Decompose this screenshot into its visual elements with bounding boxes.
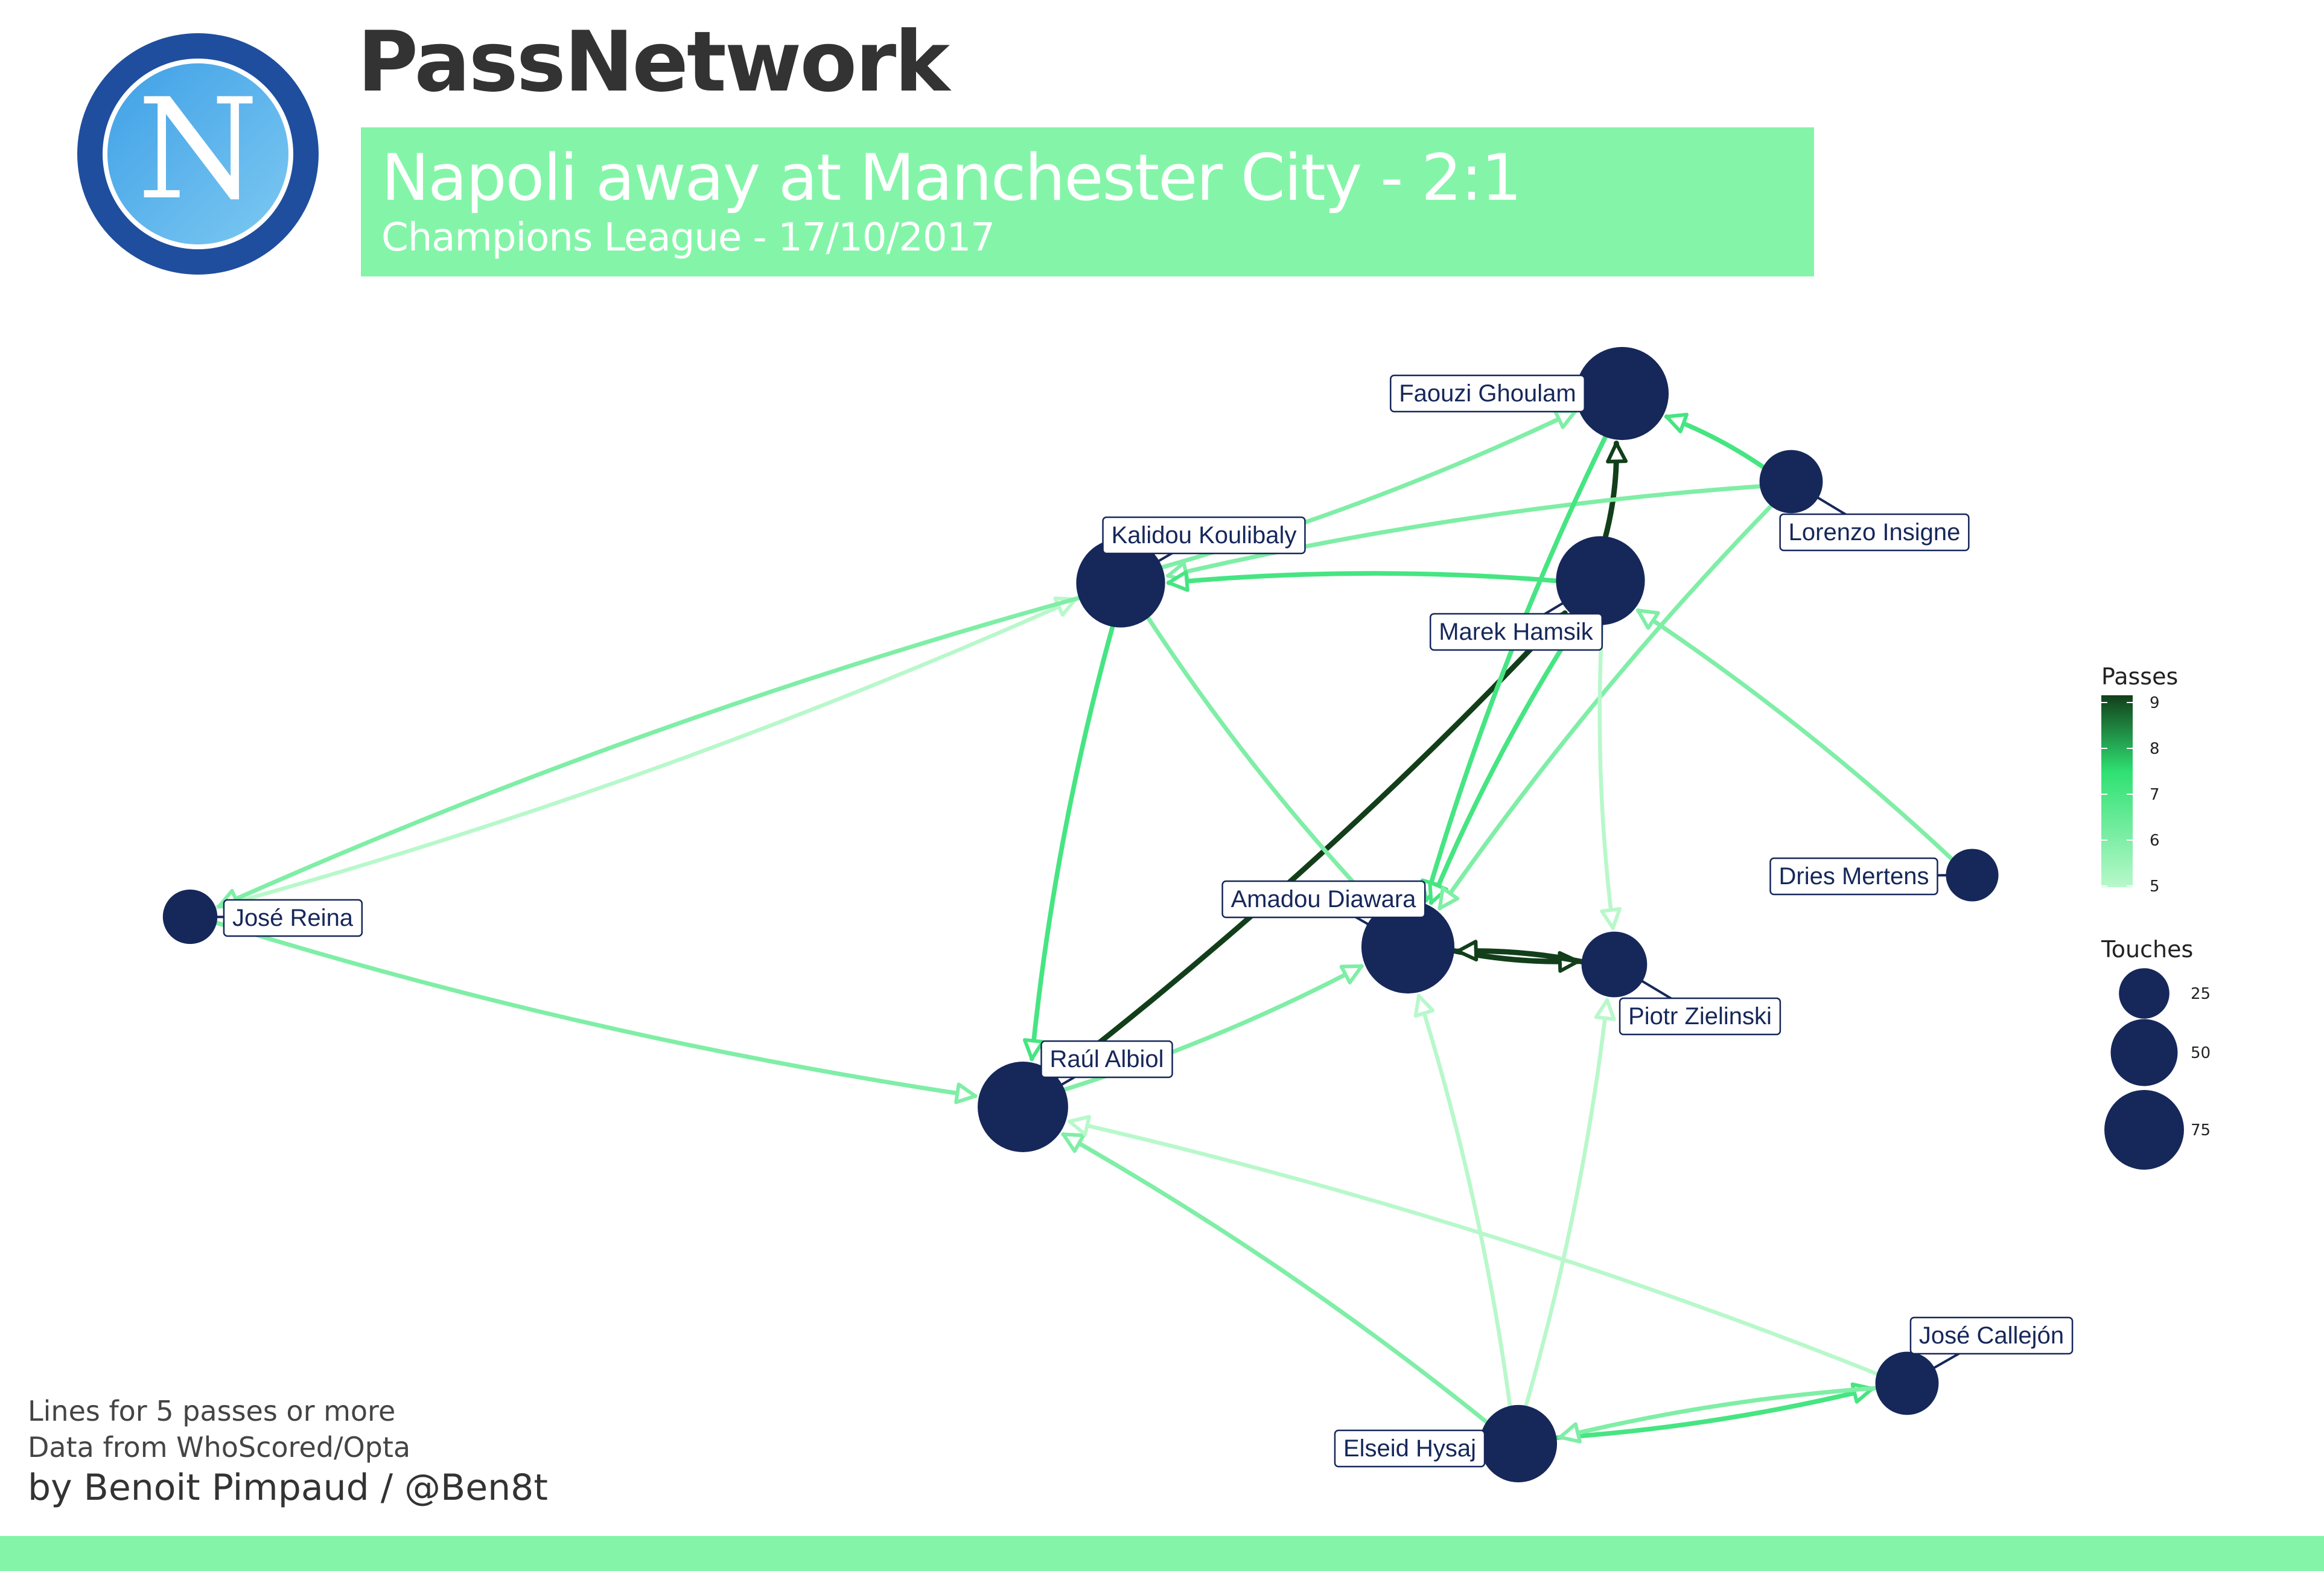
player-name: Lorenzo Insigne	[1789, 519, 1961, 546]
pass-line-hamsik-diawara	[1428, 617, 1582, 905]
player-label-mertens: Dries Mertens	[1769, 857, 1938, 896]
pass-arrowhead	[1061, 1132, 1086, 1153]
pass-arrowhead	[1339, 964, 1364, 985]
player-label-hysaj: Elseid Hysaj	[1334, 1429, 1486, 1468]
player-nodes	[162, 346, 1999, 1483]
player-label-zielinski: Piotr Zielinski	[1619, 997, 1781, 1036]
pass-line-reina-albiol	[214, 920, 978, 1104]
pass-line-hamsik-ghoulam	[1603, 441, 1628, 540]
pass-line-hamsik-koulibaly	[1166, 570, 1559, 592]
footnote-line-threshold: Lines for 5 passes or more	[28, 1395, 396, 1427]
passes-colorbar	[2101, 695, 2133, 887]
touches-legend-circle	[2119, 968, 2170, 1019]
competition-subtitle: Champions League - 17/10/2017	[381, 215, 995, 260]
player-label-reina: José Reina	[223, 899, 363, 937]
logo-letter: N	[137, 69, 258, 231]
footnote: Lines for 5 passes or more Data from Who…	[28, 1393, 410, 1465]
pass-arrowhead	[1022, 1038, 1045, 1061]
pass-line-hysaj-albiol	[1061, 1132, 1489, 1424]
pass-line-reina-koulibaly	[214, 596, 1078, 910]
touches-legend-label: 50	[2191, 1044, 2211, 1062]
pass-arrowhead	[1428, 880, 1449, 905]
pass-arrowhead	[1594, 998, 1616, 1021]
player-label-albiol: Raúl Albiol	[1040, 1040, 1173, 1079]
player-label-callejon: José Callejón	[1909, 1316, 2074, 1355]
passes-tick-label: 9	[2150, 694, 2160, 712]
pass-line-albiol-hamsik	[1053, 610, 1568, 1079]
player-label-ghoulam: Faouzi Ghoulam	[1390, 374, 1585, 413]
pass-line-callejon-albiol	[1068, 1115, 1879, 1376]
player-label-diawara: Amadou Diawara	[1221, 880, 1426, 919]
subtitle-banner: Napoli away at Manchester City - 2:1 Cha…	[361, 127, 1814, 276]
pass-line-koulibaly-albiol	[1022, 624, 1115, 1062]
author-credit: by Benoit Pimpaud / @Ben8t	[28, 1467, 548, 1509]
player-name: Dries Mertens	[1779, 863, 1929, 890]
pass-line-hysaj-zielinski	[1524, 998, 1616, 1408]
touches-legend-circle	[2104, 1090, 2184, 1170]
pass-arrowhead	[1664, 412, 1689, 433]
match-title: Napoli away at Manchester City - 2:1	[381, 141, 1522, 215]
pass-line-koulibaly-diawara	[1146, 616, 1380, 910]
pass-arrowhead	[1600, 907, 1622, 930]
pass-arrowhead	[1558, 1422, 1582, 1444]
player-name: Faouzi Ghoulam	[1399, 380, 1576, 407]
pass-line-insigne-diawara	[1437, 503, 1774, 911]
napoli-logo: N	[77, 33, 319, 275]
pass-line-hamsik-zielinski	[1597, 623, 1622, 930]
passes-tick-label: 7	[2150, 786, 2160, 804]
pass-arrowhead	[1606, 441, 1628, 464]
passes-tick-label: 5	[2150, 878, 2160, 896]
player-name: Amadou Diawara	[1231, 886, 1417, 913]
player-name: Raúl Albiol	[1049, 1046, 1164, 1072]
passes-tick-label: 8	[2150, 740, 2160, 758]
player-name: Kalidou Koulibaly	[1112, 522, 1297, 549]
player-name: José Reina	[232, 905, 354, 931]
player-label-hamsik: Marek Hamsik	[1429, 613, 1603, 651]
pass-arrowhead	[1456, 940, 1479, 962]
pass-arrowhead	[1413, 994, 1435, 1018]
passes-tick-label: 6	[2150, 832, 2160, 850]
touches-legend: Touches 25 50 75	[2101, 936, 2211, 1170]
page-title: PassNetwork	[357, 13, 950, 110]
player-name: Piotr Zielinski	[1628, 1003, 1772, 1030]
pass-arrowhead	[1437, 886, 1460, 910]
touches-legend-circle	[2110, 1019, 2178, 1086]
touches-legend-title: Touches	[2101, 936, 2193, 963]
player-name: Marek Hamsik	[1439, 619, 1594, 645]
pass-arrowhead	[954, 1082, 978, 1104]
touches-legend-label: 75	[2191, 1121, 2211, 1139]
pass-lines	[214, 409, 1954, 1444]
pass-arrowhead	[1636, 608, 1660, 630]
player-label-koulibaly: Kalidou Koulibaly	[1102, 516, 1306, 555]
pass-line-zielinski-diawara	[1455, 940, 1585, 964]
pass-line-hysaj-diawara	[1413, 993, 1512, 1408]
pass-line-koulibaly-reina	[217, 596, 1081, 910]
player-name: Elseid Hysaj	[1343, 1435, 1476, 1462]
pass-arrowhead	[1553, 409, 1577, 429]
pass-arrowhead	[1167, 570, 1189, 592]
pass-arrowhead	[1068, 1115, 1091, 1136]
pass-line-callejon-hysaj	[1558, 1386, 1878, 1444]
bottom-bar	[0, 1536, 2324, 1571]
pass-line-mertens-hamsik	[1635, 608, 1954, 861]
footnote-line-source: Data from WhoScored/Opta	[28, 1431, 411, 1464]
player-name: José Callejón	[1919, 1322, 2064, 1349]
pass-line-insigne-ghoulam	[1664, 412, 1766, 470]
touches-legend-label: 25	[2191, 985, 2211, 1003]
player-label-insigne: Lorenzo Insigne	[1779, 513, 1970, 552]
passes-legend: Passes 5 6 7 8 9	[2101, 663, 2178, 896]
passes-legend-title: Passes	[2101, 663, 2178, 690]
